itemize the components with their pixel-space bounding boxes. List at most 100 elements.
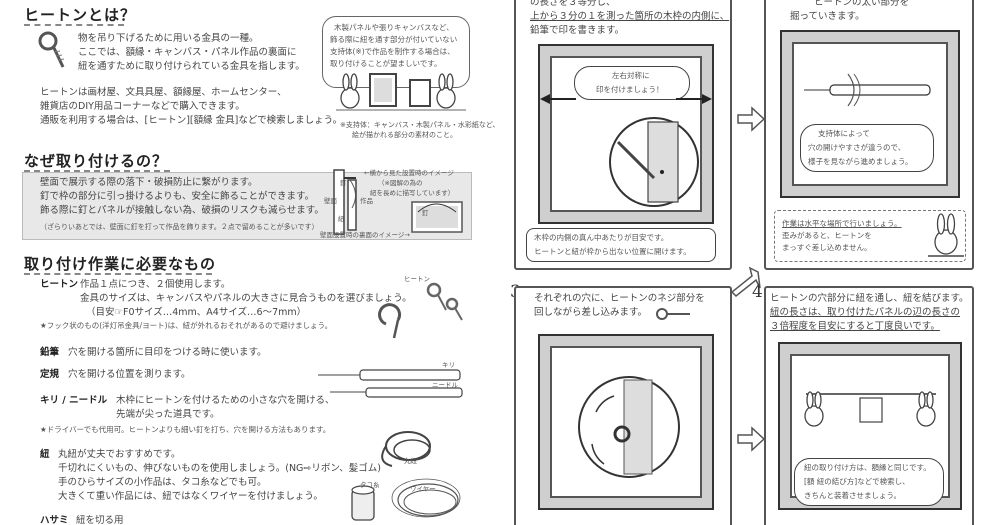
- diagram-label-nail: 釘: [340, 179, 347, 187]
- sec2-text-box: [22, 172, 472, 240]
- heaton-icon: [38, 31, 65, 68]
- step4-bubble-3: きちんと装着させましょう。: [804, 491, 902, 500]
- awl-and-needle-illustration: [318, 369, 463, 398]
- diagram-label-wall: 壁面: [324, 197, 337, 205]
- title-underline: [24, 24, 124, 26]
- sec2-line-2: 釘で枠の部分に引っ掛けるよりも、安全に飾ることができます。: [40, 191, 315, 202]
- sec1-note-foot-2: 絵が描かれる部分の素材のこと。: [352, 131, 457, 139]
- img-label-kiri: キリ: [442, 361, 455, 369]
- section-title-what-is-heaton: ヒートンとは？: [24, 6, 137, 24]
- img-label-round-string: 丸紐: [404, 457, 417, 465]
- step2-note-2: 歪みがあると、ヒートンを: [782, 231, 872, 240]
- title-underline: [24, 273, 212, 275]
- step2-bubble: [800, 124, 934, 172]
- rabbits-with-frames-illustration: [336, 73, 466, 111]
- step1-text-2: 上から３分の１を測った箇所の木枠の内側に、: [530, 11, 730, 22]
- sec1-note-4: 取り付けることが望ましいです。: [330, 59, 442, 68]
- rabbits-tying-string-illustration: [804, 391, 936, 427]
- step4-bubble: [794, 458, 944, 506]
- diagram-label-side: ←横から見た設置時のイメージ: [364, 169, 454, 177]
- step1-bottom-2: ヒートンと紐が枠から出ない位置に開けます。: [534, 247, 691, 256]
- diagram-label-work: 作品: [360, 197, 373, 205]
- step4-number: 4: [752, 282, 763, 302]
- step2-text-2: 掘っていきます。: [790, 11, 865, 22]
- next-step-arrow-icon: [737, 426, 766, 452]
- heaton-item-label: ヒートン: [40, 279, 79, 290]
- sec1-note-2: 飾る際に紐を通す部分が付いていない: [330, 35, 458, 44]
- img-label-heaton: ヒートン: [404, 275, 430, 283]
- title-underline: [24, 170, 170, 172]
- sec1-note-1: 木製パネルや張りキャンバスなど、: [334, 23, 454, 32]
- string-coils-illustration: [351, 431, 461, 521]
- step1-text-1: の長さを３等分し、: [530, 0, 616, 8]
- side-view-diagram: [333, 169, 463, 235]
- step2-bubble-1: 支持体によって: [818, 129, 870, 138]
- heaton-item-line-3: （目安☞F0サイズ…4mm、A4サイズ…6〜7mm）: [86, 307, 307, 318]
- sec1-line-1: 物を吊り下げるために用いる金具の一種。: [78, 33, 259, 44]
- ruler-item-text: 穴を開ける位置を測ります。: [68, 369, 191, 380]
- string-item-label: 紐: [40, 449, 50, 460]
- next-step-arrow-icon: [737, 106, 766, 132]
- diagram-label-nail2: 釘: [422, 209, 429, 217]
- diagram-label-side3: 紐を長めに描写しています）: [370, 189, 455, 197]
- step1-zoom-circle: [609, 117, 699, 207]
- step2-note-1: 作業は水平な場所で行いましょう。: [782, 219, 902, 228]
- step2-note-box: [774, 210, 966, 262]
- sec2-line-3: 飾る際に釘とパネルが接触しない為、破損のリスクも減らせます。: [40, 205, 324, 216]
- diagram-label-back: 壁面設置時の裏面のイメージ→: [320, 231, 410, 239]
- step4-text-3: ３倍程度を目安にすると丁度良いです。: [770, 321, 940, 332]
- step4-text-1: ヒートンの穴部分に紐を通し、紐を結びます。: [770, 293, 969, 304]
- awl-item-line-1: 木枠にヒートンを付けるための小さな穴を開ける、: [116, 395, 335, 406]
- step2-bubble-2: 穴の開けやすさが違うので、: [808, 143, 906, 152]
- sec1-para2-1: ヒートンは画材屋、文具具屋、額縁屋、ホームセンター、: [40, 87, 287, 98]
- img-label-needle: ニードル: [432, 381, 458, 389]
- sec2-small-note: （ざらりいあとでは、壁面に釘を打って作品を飾ります。２点で留めることが多いです）: [40, 223, 319, 231]
- scissors-item-label: ハサミ: [40, 515, 69, 525]
- step1-text-3: 鉛筆で印を書きます。: [530, 25, 625, 36]
- step2-text-1: ヒートンの太い部分を: [814, 0, 910, 8]
- step1-bottom-1: 木枠の内側の真ん中あたりが目安です。: [534, 233, 669, 242]
- sec1-line-3: 紐を通すために取り付けられている金具を指します。: [78, 61, 305, 72]
- sec1-line-2: ここでは、額縁・キャンバス・パネル作品の裏面に: [78, 47, 297, 58]
- next-step-diagonal-arrow-icon: [730, 266, 761, 298]
- heaton-item-line-1: 作品１点につき、２個使用します。: [80, 279, 231, 290]
- step1-bubble-2: 印を付けましょう！: [596, 85, 664, 94]
- awl-item-warn: ★ドライバーでも代用可。ヒートンよりも細い釘を打ち、穴を開ける方法もあります。: [40, 425, 331, 434]
- heaton-sizes-illustration: [378, 282, 463, 339]
- string-item-line-2: 千切れにくいもの、伸びないものを使用しましょう。(NG⇨リボン、髪ゴム): [58, 463, 382, 474]
- step4-bubble-2: [額 紐の結び方]などで検索し、: [804, 477, 910, 486]
- pencil-item-label: 鉛筆: [40, 347, 60, 358]
- step1-bottom-bubble: [526, 228, 716, 262]
- step2-bubble-3: 様子を見ながら進めましょう。: [808, 157, 913, 166]
- pencil-item-text: 穴を開ける箇所に目印をつける時に使います。: [68, 347, 267, 358]
- sec1-para2-3: 通販を利用する場合は、[ヒートン][額縁 金具]などで検索しましょう。: [40, 115, 343, 126]
- diagram-label-string: 紐: [338, 215, 345, 223]
- img-label-tako: タコ糸: [360, 481, 380, 489]
- mark-arrows-icon: [540, 94, 712, 104]
- sec1-note-foot-1: ※支持体：キャンバス・木製パネル・水彩紙など、: [340, 121, 500, 129]
- rabbit-icon: [928, 213, 964, 257]
- sec2-line-1: 壁面で展示する際の落下・破損防止に繋がります。: [40, 177, 258, 188]
- step3-text-1: それぞれの穴に、ヒートンのネジ部分を: [534, 293, 705, 304]
- section-title-required-items: 取り付け作業に必要なもの: [24, 255, 217, 273]
- scissors-item-text: 紐を切る用: [76, 515, 124, 525]
- step2-note-3: まっすぐ差し込めません。: [782, 243, 872, 252]
- section-title-why-attach: なぜ取り付けるの？: [24, 152, 169, 170]
- step3-zoom-circle: [578, 376, 680, 478]
- string-item-line-3: 手のひらサイズの小作品は、タコ糸などでも可。: [58, 477, 267, 488]
- awl-drilling-illustration: [804, 73, 931, 107]
- step3-text-2: 回しながら差し込みます。: [534, 307, 648, 318]
- img-label-wire: ワイヤー: [410, 485, 436, 493]
- heaton-item-warn: ★フック状のもの(洋灯吊金具/ヨート)は、紐が外れるおそれがあるので避けましょう…: [40, 321, 333, 330]
- diagram-label-side2: （※図解の為の: [378, 179, 423, 187]
- awl-item-label: キリ / ニードル: [40, 395, 108, 406]
- small-heaton-icon: [656, 308, 690, 320]
- sec1-para2-2: 雑貨店のDIY用品コーナーなどで購入できます。: [40, 101, 245, 112]
- step4-text-2: 紐の長さは、取り付けたパネルの辺の長さの: [770, 307, 961, 318]
- step4-bubble-1: 紐の取り付け方は、額縁と同じです。: [804, 463, 931, 472]
- sec1-note-3: 支持体(※)で作品を制作する場合は、: [330, 47, 455, 56]
- step1-bubble: [574, 66, 690, 100]
- step1-bubble-1: 左右対称に: [612, 71, 650, 80]
- heaton-item-line-2: 金具のサイズは、キャンバスやパネルの大きさに見合うものを選びましょう。: [80, 293, 412, 304]
- ruler-item-label: 定規: [40, 369, 60, 380]
